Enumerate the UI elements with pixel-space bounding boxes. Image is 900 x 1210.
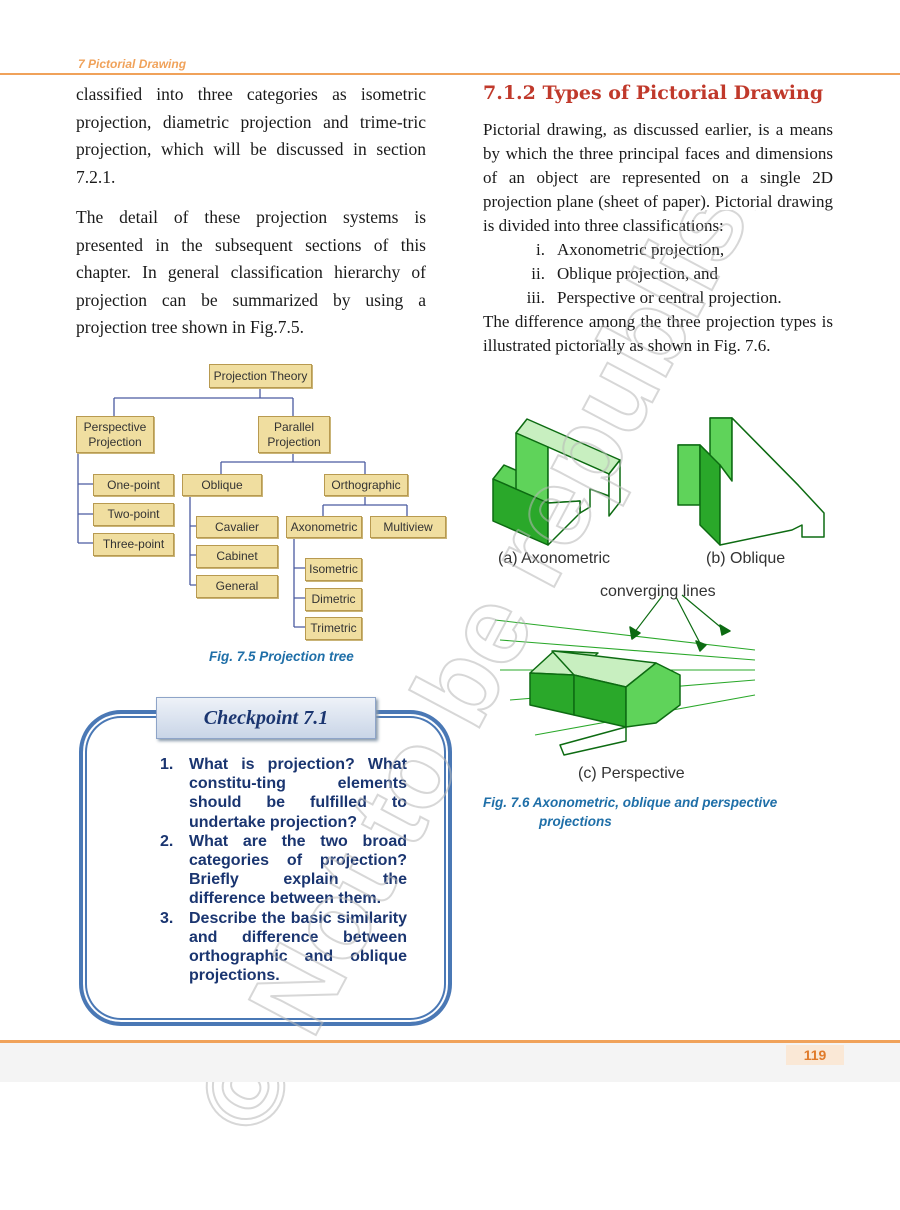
node-one-point: One-point	[93, 474, 174, 496]
question-item: 1.What is projection? What constitu-ting…	[160, 756, 407, 831]
page-number: 119	[786, 1045, 844, 1065]
footer-band	[0, 1042, 900, 1082]
list-item: i.Axonometric projection,	[536, 240, 725, 259]
list-item: ii.Oblique projection, and	[531, 264, 718, 283]
left-paragraph-1: classified into three categories as isom…	[76, 84, 426, 187]
label-perspective: (c) Perspective	[578, 765, 685, 782]
intro-paragraph: Pictorial drawing, as discussed earlier,…	[483, 120, 833, 235]
node-trimetric: Trimetric	[305, 617, 362, 640]
question-item: 3.Describe the basic similarity and diff…	[160, 909, 407, 985]
header-rule	[0, 73, 900, 75]
left-column-text: classified into three categories as isom…	[76, 81, 426, 355]
outro-paragraph: The difference among the three projectio…	[483, 312, 833, 355]
node-axonometric: Axonometric	[286, 516, 362, 538]
checkpoint-title: Checkpoint 7.1	[156, 697, 376, 739]
footer-rule	[0, 1040, 900, 1043]
node-dimetric: Dimetric	[305, 588, 362, 611]
question-item: 2.What are the two broad categories of p…	[160, 832, 407, 908]
section-title: 7.1.2 Types of Pictorial Drawing	[483, 82, 824, 104]
label-axonometric: (a) Axonometric	[498, 550, 610, 567]
classification-list: i.Axonometric projection, ii.Oblique pro…	[483, 238, 833, 310]
node-perspective: Perspective Projection	[76, 416, 154, 453]
right-column-text: Pictorial drawing, as discussed earlier,…	[483, 118, 833, 358]
fig-7-5-caption: Fig. 7.5 Projection tree	[209, 649, 354, 664]
node-cavalier: Cavalier	[196, 516, 278, 538]
node-cabinet: Cabinet	[196, 545, 278, 568]
node-oblique: Oblique	[182, 474, 262, 496]
node-two-point: Two-point	[93, 503, 174, 526]
node-orthographic: Orthographic	[324, 474, 408, 496]
projection-tree: Projection Theory Perspective Projection…	[76, 364, 446, 664]
figure-7-6: (a) Axonometric (b) Oblique converging l…	[492, 417, 825, 782]
checkpoint-questions: 1.What is projection? What constitu-ting…	[160, 755, 407, 985]
running-head: 7 Pictorial Drawing	[78, 57, 187, 71]
fig-7-6-caption-line2: projections	[539, 814, 612, 829]
fig-7-6-caption-line1: Fig. 7.6 Axonometric, oblique and perspe…	[483, 795, 778, 810]
label-oblique: (b) Oblique	[706, 550, 785, 567]
left-paragraph-2: The detail of these projection systems i…	[76, 207, 426, 337]
node-multiview: Multiview	[370, 516, 446, 538]
node-parallel: Parallel Projection	[258, 416, 330, 453]
list-item: iii.Perspective or central projection.	[526, 288, 782, 307]
node-three-point: Three-point	[93, 533, 174, 556]
node-isometric: Isometric	[305, 558, 362, 581]
node-projection-theory: Projection Theory	[209, 364, 312, 388]
label-converging-lines: converging lines	[600, 583, 716, 600]
tree-connectors	[77, 386, 408, 628]
node-general: General	[196, 575, 278, 598]
